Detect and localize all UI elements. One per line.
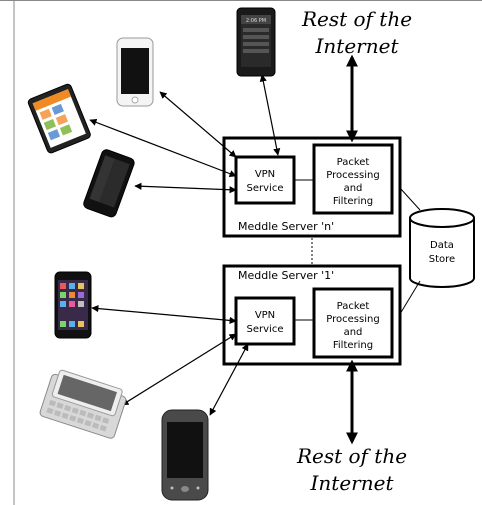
- data-store-line1: Data: [430, 240, 454, 251]
- packet-top-line1: Packet: [337, 157, 370, 168]
- arrow-nexus-phone: [209, 343, 249, 416]
- data-store-line2: Store: [429, 254, 455, 265]
- device-phone-top-black-icon: 2:06 PM: [236, 7, 276, 77]
- packet-processing-bottom-box: [312, 287, 394, 359]
- arrow-phone-dark: [134, 182, 237, 194]
- arrow-phone-top: [259, 74, 281, 156]
- server-1-datastore-line: [399, 280, 421, 315]
- packet-processing-top-box: [312, 143, 394, 215]
- arrow-tablet: [89, 118, 237, 178]
- server-n-label: Meddle Server 'n': [238, 220, 334, 233]
- vpn-service-bottom-box: [234, 296, 296, 346]
- vpn-service-bottom-line2: Service: [247, 324, 284, 335]
- device-phone-dark-icon: [83, 149, 135, 218]
- internet-bottom-line2: Internet: [310, 471, 395, 495]
- device-nexus-one-icon: [161, 409, 209, 501]
- packet-top-line3: and: [344, 183, 363, 194]
- internet-top-line2: Internet: [315, 34, 400, 58]
- packet-bottom-line4: Filtering: [333, 340, 373, 351]
- packet-bottom-line2: Processing: [326, 314, 379, 325]
- packet-bottom-line1: Packet: [337, 301, 370, 312]
- packet-bottom-line3: and: [344, 327, 363, 338]
- internet-bottom-line1: Rest of the: [296, 444, 407, 468]
- arrow-ios-phone: [91, 304, 237, 325]
- phone-clock-text: 2:06 PM: [246, 18, 266, 24]
- internet-top-line1: Rest of the: [301, 7, 412, 31]
- vpn-service-top-box: [234, 155, 296, 205]
- arrow-phone-white: [159, 91, 237, 158]
- device-slider-keyboard-icon: [39, 369, 127, 439]
- packet-top-line4: Filtering: [333, 196, 373, 207]
- device-ios-homescreen-icon: [54, 271, 92, 339]
- vpn-service-bottom-line1: VPN: [255, 310, 275, 321]
- device-tablet-orange-icon: [27, 83, 91, 154]
- server-n-datastore-line: [399, 187, 421, 211]
- vpn-service-top-line1: VPN: [255, 169, 275, 180]
- data-store-cylinder: [409, 208, 475, 288]
- vpn-service-top-line2: Service: [247, 183, 284, 194]
- device-phone-white-icon: [116, 37, 154, 107]
- packet-top-line2: Processing: [326, 170, 379, 181]
- server-1-label: Meddle Server '1': [238, 269, 334, 282]
- arrow-slider-phone: [121, 333, 237, 406]
